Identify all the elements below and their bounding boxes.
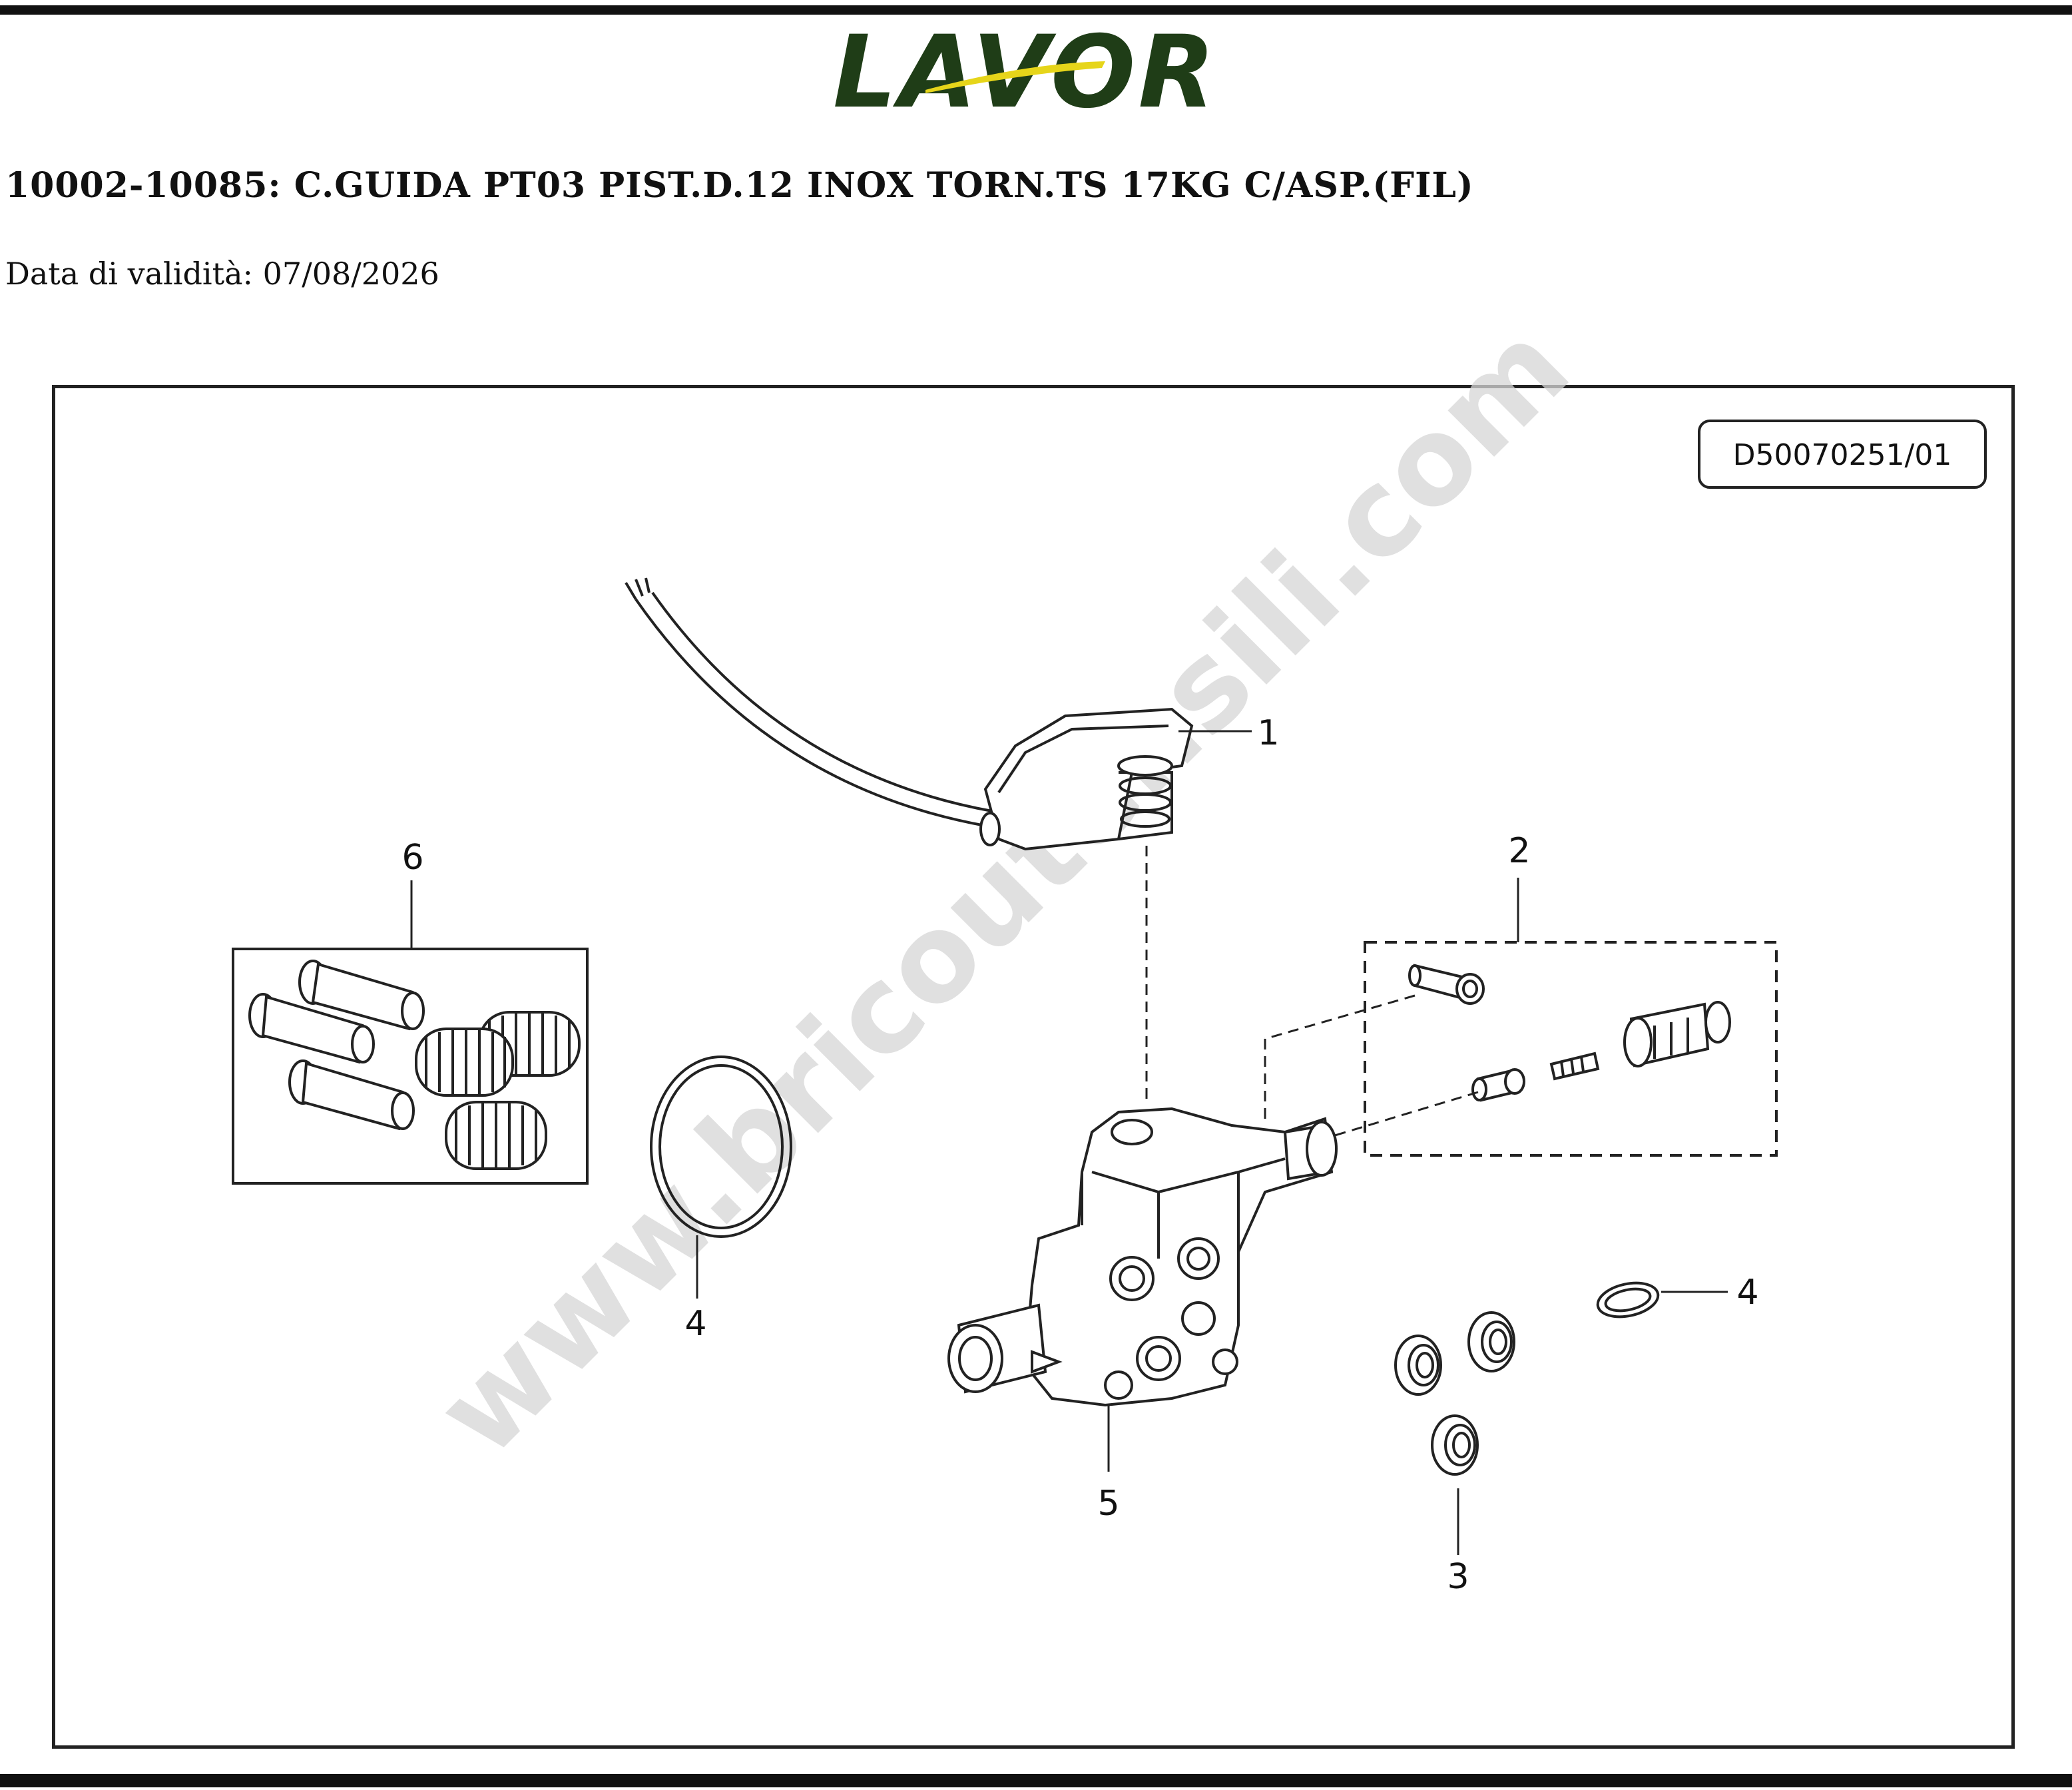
- validity-label: Data di validità:: [5, 256, 254, 292]
- callout-1: 1: [1257, 713, 1279, 753]
- part-2-valves: [1408, 964, 1731, 1102]
- callout-5: 5: [1097, 1484, 1119, 1524]
- callout-4-right: 4: [1736, 1273, 1758, 1313]
- drawing-code: D50070251/01: [1733, 438, 1952, 472]
- piston: [288, 1059, 415, 1131]
- valve-spring: [1549, 1051, 1600, 1081]
- spring: [415, 1028, 514, 1097]
- part-1-pressure-switch: [625, 577, 1194, 851]
- part-4-o-ring-small: [1596, 1281, 1660, 1319]
- part-2-box: [1364, 941, 1778, 1157]
- seal: [1431, 1414, 1479, 1476]
- callout-2: 2: [1508, 831, 1530, 871]
- seal: [1394, 1335, 1442, 1396]
- assembly-line-2c: [1334, 1091, 1479, 1137]
- lavor-logo: LAVOR: [833, 27, 1215, 120]
- valve-body: [1623, 1001, 1731, 1067]
- logo-swoosh: [925, 61, 1105, 93]
- callout-4-left: 4: [684, 1304, 706, 1344]
- part-3-seals: [1394, 1311, 1515, 1476]
- spring: [445, 1101, 547, 1170]
- drawing-code-box: D50070251/01: [1698, 420, 1987, 489]
- part-4-o-ring-large: [650, 1055, 792, 1238]
- watermark-text: www.bricoutensili.com: [410, 297, 1595, 1482]
- drawing-frame: [52, 385, 2015, 1749]
- valve-nipple: [1408, 964, 1485, 1005]
- piston: [248, 993, 375, 1064]
- valve-small: [1471, 1068, 1525, 1102]
- part-5-pump-head: [947, 1107, 1338, 1407]
- top-rule: [0, 5, 2072, 15]
- piston: [298, 960, 425, 1031]
- bottom-rule: [0, 1774, 2072, 1787]
- part-6-pistons-springs: [248, 960, 581, 1170]
- validity-date: 07/08/2026: [262, 256, 439, 292]
- document-title: 10002-10085: C.GUIDA PT03 PIST.D.12 INOX…: [5, 165, 1474, 206]
- seal: [1467, 1311, 1515, 1372]
- callout-6: 6: [401, 838, 423, 878]
- validity-line: Data di validità: 07/08/2026: [5, 256, 439, 292]
- assembly-line-2a: [1264, 994, 1416, 1040]
- callout-3: 3: [1447, 1557, 1469, 1597]
